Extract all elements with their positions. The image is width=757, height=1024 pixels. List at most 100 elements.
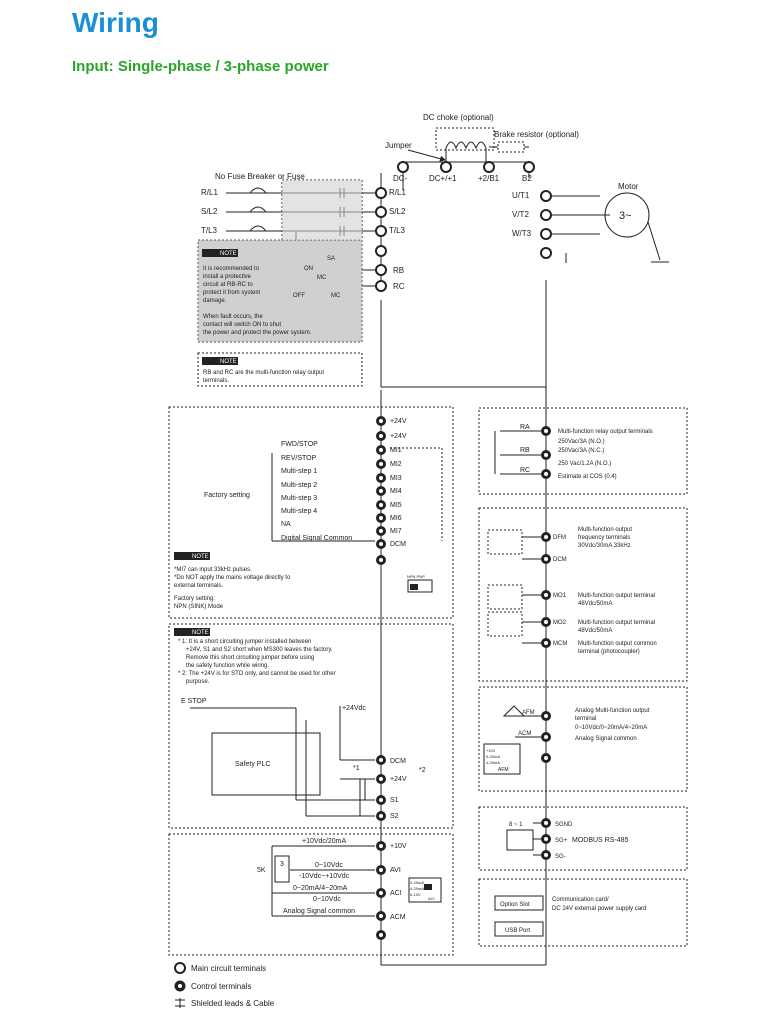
switch-label-rev: REV/STOP bbox=[281, 455, 317, 462]
safety-plc-box bbox=[211, 732, 321, 796]
ctrl-dot-dfm-dcm-core bbox=[544, 557, 548, 561]
afm-term: AFM bbox=[522, 710, 535, 716]
page-title: Wiring bbox=[72, 7, 159, 38]
ctrl-dot-dfm-core bbox=[544, 535, 548, 539]
brake-resistor-label: Brake resistor (optional) bbox=[494, 130, 579, 139]
relay-line-1: 250Vac/3A (N.O.) bbox=[558, 439, 605, 445]
mi-note-line-1: *Do NOT apply the mains voltage directly… bbox=[174, 575, 291, 581]
mo1-line-1: 48Vdc/50mA bbox=[578, 601, 612, 607]
npn-pnp-knob bbox=[410, 584, 418, 590]
terminal-rl1 bbox=[375, 187, 387, 199]
mi-note-line-0: *MI7 can input 33kHz pulses. bbox=[174, 567, 252, 573]
mo2-line-1: 48Vdc/50mA bbox=[578, 628, 612, 634]
dfm-line-0: Multi-function output bbox=[578, 527, 632, 533]
switch-label-na: NA bbox=[281, 521, 291, 528]
breaker-contact-1 bbox=[249, 187, 267, 194]
aci-switch bbox=[408, 877, 442, 903]
relay-label-rb: RB bbox=[520, 447, 530, 454]
ctrl-dot-s2-core bbox=[379, 814, 383, 818]
breaker-contact-3 bbox=[249, 225, 267, 232]
modbus-protocol: MODBUS RS-485 bbox=[572, 837, 629, 844]
dfm-dcm-term: DCM bbox=[553, 557, 567, 563]
sto-note-line-5: purpose. bbox=[186, 679, 210, 685]
ctrl-dot-mo2-core bbox=[544, 620, 548, 624]
breaker-contact-2 bbox=[249, 206, 267, 213]
npn-pnp-label: NPN PNP bbox=[407, 574, 425, 579]
brake-resistor bbox=[497, 141, 525, 153]
modbus-rj45-label: 8 ~ 1 bbox=[509, 822, 523, 828]
mo2-line-0: Multi-function output terminal bbox=[578, 620, 655, 626]
terminal-label-rc: RC bbox=[393, 282, 405, 291]
motor-ground bbox=[647, 221, 661, 261]
ctrl-dot-ground-core bbox=[379, 558, 383, 562]
ctrl-dot-mcm-core bbox=[544, 641, 548, 645]
mi-note-line-4: NPN (SINK) Mode bbox=[174, 604, 224, 610]
aci-switch-d: ACI bbox=[428, 896, 435, 901]
afm-line-2: 0~10Vdc/0~20mA/4~20mA bbox=[575, 725, 647, 731]
sto-box bbox=[168, 623, 454, 829]
options-box bbox=[478, 878, 688, 947]
mi-note-line-3: Factory setting: bbox=[174, 596, 215, 602]
afm-switch bbox=[483, 743, 521, 775]
ctrl-term-mi1: MI1 bbox=[390, 447, 402, 454]
note-tag-2-text: NOTE bbox=[220, 359, 237, 365]
relay-line-3: 250 Vac/1.2A (N.O.) bbox=[558, 461, 611, 467]
relay-note-line-1: install a protective bbox=[203, 274, 252, 280]
pot-num: 3 bbox=[280, 861, 284, 868]
relay-note-line-5: When fault occurs, the bbox=[203, 314, 263, 320]
dc-choke-coil bbox=[445, 141, 487, 150]
motor-symbol-label: 3~ bbox=[619, 210, 632, 222]
note-tag-4-text: NOTE bbox=[192, 630, 209, 636]
relay-line-4: Estimate at COS (0.4) bbox=[558, 474, 617, 480]
ctrl-dot-mi4-core bbox=[379, 489, 383, 493]
usb-port-label: USB Port bbox=[505, 928, 530, 934]
off-label: OFF bbox=[293, 293, 305, 299]
sto-note-line-4: * 2: The +24V is for STO only, and canno… bbox=[178, 671, 336, 677]
ain-label-avi-b: -10Vdc~+10Vdc bbox=[299, 873, 350, 880]
ctrl-dot-ain-ground-core bbox=[379, 933, 383, 937]
relay-line-0: Multi-function relay output terminals bbox=[558, 429, 653, 435]
ctrl-dot-rb-core bbox=[544, 453, 548, 457]
ctrl-dot-avi-core bbox=[379, 868, 383, 872]
terminal-rb bbox=[375, 264, 387, 276]
terminal-ground-out bbox=[540, 247, 552, 259]
sto-mark-2: *2 bbox=[419, 767, 426, 774]
ctrl-dot-mi5-core bbox=[379, 503, 383, 507]
mo1-term: MO1 bbox=[553, 593, 567, 599]
terminal-label-dc-minus: DC- bbox=[393, 174, 408, 183]
ain-label-aci-a: 0~20mA/4~20mA bbox=[293, 885, 348, 892]
afm-box bbox=[478, 686, 688, 792]
sto-24vdc-label: +24Vdc bbox=[342, 705, 366, 712]
dc-choke-box bbox=[435, 127, 495, 151]
legend-control-terminal: Control terminals bbox=[191, 982, 251, 991]
ain-label-acm: Analog Signal common bbox=[283, 908, 355, 915]
line-label-rl1: R/L1 bbox=[201, 188, 218, 197]
relay-note-line-2: circuit at RB-RC to bbox=[203, 282, 253, 288]
ctrl-dot-sto-dcm-core bbox=[379, 758, 383, 762]
page-subtitle: Input: Single-phase / 3-phase power bbox=[72, 58, 329, 75]
legend-shield: Shielded leads & Cable bbox=[191, 999, 275, 1008]
ctrl-term-mi3: MI3 bbox=[390, 475, 402, 482]
terminal-label-rb: RB bbox=[393, 266, 404, 275]
relay-note-line-3: protect it from system bbox=[203, 290, 260, 296]
ain-term-10v: +10V bbox=[390, 843, 407, 850]
motor-label: Motor bbox=[618, 182, 639, 191]
ctrl-term-mi5: MI5 bbox=[390, 502, 402, 509]
rbrc-note-line-0: RB and RC are the multi-function relay o… bbox=[203, 370, 324, 376]
acm-term: ACM bbox=[518, 731, 531, 737]
modbus-term-sgp: SG+ bbox=[555, 838, 568, 844]
terminal-label-rl1: R/L1 bbox=[389, 188, 406, 197]
rbrc-note-line-1: terminals. bbox=[203, 378, 229, 384]
afm-line-3: Analog Signal common bbox=[575, 736, 637, 742]
ctrl-dot-mi6-core bbox=[379, 516, 383, 520]
terminal-label-vt2: V/T2 bbox=[512, 210, 529, 219]
on-label: ON bbox=[304, 266, 313, 272]
aci-switch-c: 0-10V bbox=[410, 892, 421, 897]
mc-label-2: MC bbox=[331, 293, 341, 299]
afm-switch-c: 4-20mA bbox=[486, 760, 500, 765]
ctrl-dot-24v-b-core bbox=[379, 434, 383, 438]
factory-setting-label: Factory setting bbox=[204, 492, 250, 499]
terminal-vt2 bbox=[540, 209, 552, 221]
motor-symbol bbox=[604, 192, 650, 238]
protect-shade bbox=[282, 180, 362, 240]
